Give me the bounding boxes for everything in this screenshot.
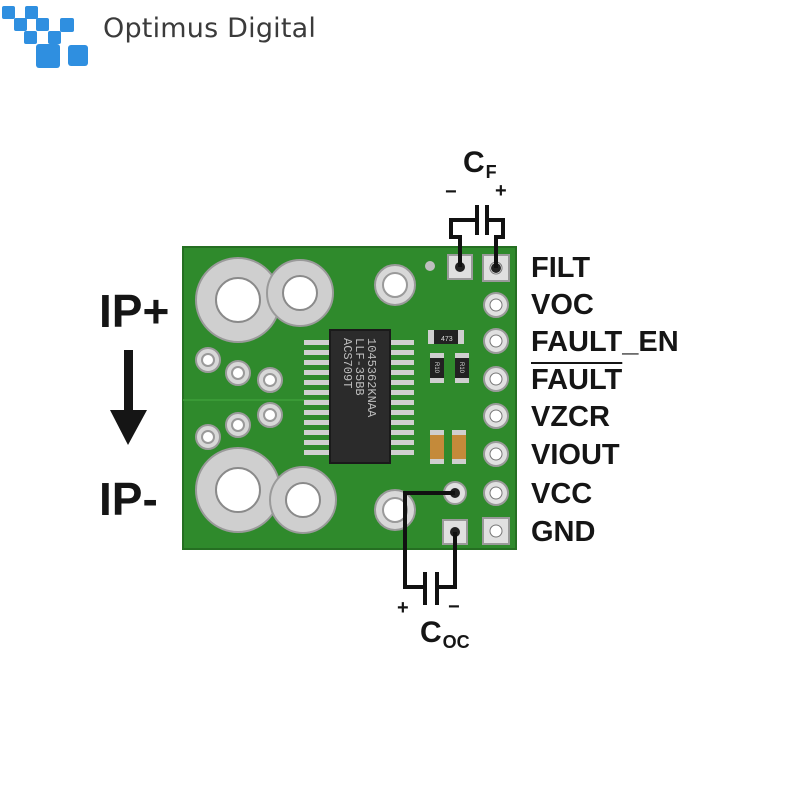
smd-resistor-3: R10 <box>455 353 469 383</box>
chip-marking-3: 1045362KNAA <box>364 338 378 418</box>
vias <box>195 264 416 531</box>
brand-header: Optimus Digital <box>0 0 340 75</box>
pin-label-viout: VIOUT <box>531 439 620 471</box>
coc-capacitor-symbol <box>403 491 457 605</box>
svg-text:R10: R10 <box>433 362 439 374</box>
pin-label-fault-en: FAULT_EN <box>531 326 679 358</box>
ip-plus-terminal <box>195 257 334 343</box>
pin-label-filt: FILT <box>531 252 591 284</box>
pin-label-fault: FAULT <box>531 364 623 396</box>
ip-minus-terminal <box>195 447 337 534</box>
svg-text:473: 473 <box>441 336 453 343</box>
coc-minus-sign: − <box>448 596 460 618</box>
brand-name: Optimus Digital <box>103 13 317 44</box>
pin-label-gnd: GND <box>531 516 596 548</box>
smd-capacitors <box>430 430 466 464</box>
coc-plus-sign: + <box>397 597 409 619</box>
smd-resistor-1: 473 <box>428 330 464 344</box>
acs709-chip: ACS709T LLF-35BB 1045362KNAA <box>304 329 414 464</box>
chip-marking-1: ACS709T <box>340 338 354 388</box>
smd-resistor-2: R10 <box>430 353 444 383</box>
optimus-digital-logo-icon <box>2 6 88 68</box>
cf-plus-sign: + <box>495 180 507 202</box>
chip-marking-2: LLF-35BB <box>352 338 366 396</box>
pin-label-voc: VOC <box>531 289 594 321</box>
coc-label: COC <box>420 616 470 652</box>
cf-minus-sign: − <box>445 181 457 203</box>
pin-label-vcc: VCC <box>531 478 593 510</box>
ip-plus-label: IP+ <box>99 285 170 337</box>
cf-label: CF <box>463 146 497 182</box>
svg-text:R10: R10 <box>458 362 464 374</box>
cf-capacitor-symbol <box>449 205 505 268</box>
ip-minus-label: IP- <box>99 473 158 525</box>
pin-label-vzcr: VZCR <box>531 401 610 433</box>
current-direction-arrow-icon <box>110 350 147 445</box>
